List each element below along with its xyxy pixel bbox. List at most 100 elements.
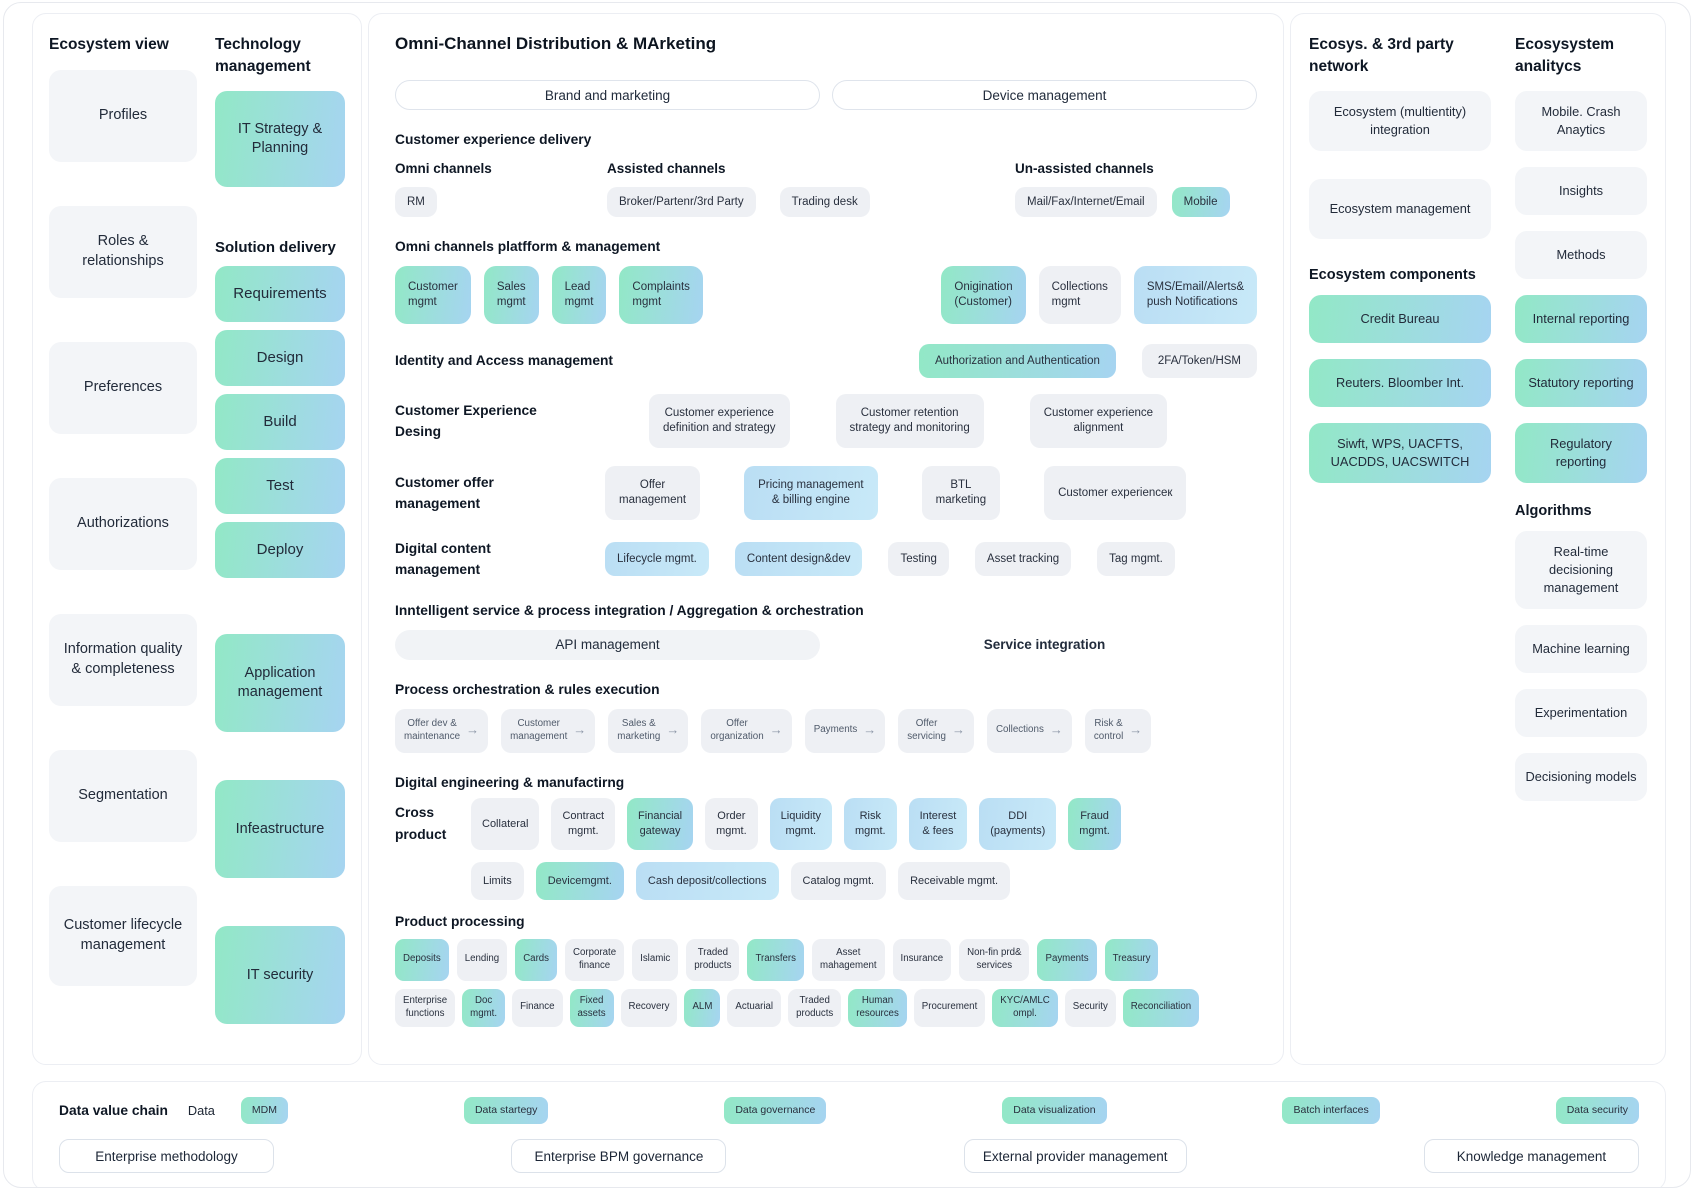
customer-offer-chips: Offer management Pricing management & bil… — [605, 466, 1187, 520]
authorizations: Authorizations — [49, 477, 197, 570]
arrow-right-icon: → — [573, 722, 587, 738]
deploy: Deploy — [215, 522, 345, 579]
statutory-reporting: Statutory reporting — [1515, 359, 1647, 408]
mail-fax-internet-email: Mail/Fax/Internet/Email — [1015, 187, 1157, 217]
infeastructure: Infeastructure — [215, 780, 345, 879]
collateral: Collateral — [471, 797, 540, 850]
test: Test — [215, 458, 345, 515]
sales-mgmt: Sales mgmt — [483, 266, 539, 324]
data-value-chain-title: Data value chain — [59, 1103, 168, 1118]
omni-channels-label: Omni channels — [395, 161, 492, 176]
testing: Testing — [888, 542, 949, 577]
internal-reporting: Internal reporting — [1515, 295, 1647, 344]
asset-tracking: Asset tracking — [974, 542, 1072, 577]
methods: Methods — [1515, 231, 1647, 280]
technology-management-column: Technology management IT Strategy & Plan… — [215, 34, 345, 1044]
it-security: IT security — [215, 926, 345, 1025]
experimentation: Experimentation — [1515, 688, 1647, 737]
digital-engineering-title: Digital engineering & manufactirng — [395, 774, 625, 790]
contract-mgmt: Contract mgmt. — [551, 797, 616, 850]
ecosystem-analytics-column: Ecosysystem analitycs Mobile. Crash Anay… — [1515, 34, 1647, 1044]
pricing-management-billing-engine: Pricing management & billing engine — [744, 466, 878, 520]
external-provider-management[interactable]: External provider management — [963, 1139, 1187, 1173]
assisted-channels-group: Assisted channels Broker/Partenr/3rd Par… — [607, 161, 1015, 217]
arrow-right-icon: → — [951, 722, 965, 738]
tag-mgmt: Tag mgmt. — [1097, 542, 1175, 577]
process-chips: Offer dev & maintenance→Customer managem… — [395, 708, 1257, 753]
doc-mgmt: Doc mgmt. — [462, 988, 506, 1027]
authorization-and-authentication: Authorization and Authentication — [918, 344, 1116, 378]
mdm: MDM — [240, 1097, 288, 1124]
data-governance: Data governance — [724, 1097, 827, 1124]
sms-email-alerts-push-notifications: SMS/Email/Alerts& push Notifications — [1133, 266, 1257, 324]
ecosys-network-column: Ecosys. & 3rd party network Ecosystem (m… — [1309, 34, 1491, 1044]
rm: RM — [395, 187, 437, 217]
channel-tabs: Brand and marketing Device management — [395, 80, 1257, 110]
traded-products: Traded products — [788, 988, 842, 1027]
channels-row: Omni channels RM Assisted channels Broke… — [395, 161, 1257, 217]
tab-brand-and-marketing[interactable]: Brand and marketing — [395, 80, 820, 110]
devicemgmt: Devicemgmt. — [535, 861, 624, 900]
digital-content-row: Digital content management Lifecycle mgm… — [395, 538, 1257, 581]
alm: ALM — [684, 988, 721, 1027]
kyc-amlc-ompl: KYC/AMLC ompl. — [992, 988, 1058, 1027]
omni-channels-chips: RM — [395, 187, 607, 217]
preferences: Preferences — [49, 341, 197, 434]
limits: Limits — [471, 861, 524, 900]
islamic: Islamic — [632, 938, 679, 981]
customer-experience-design-row: Customer Experience Desing Customer expe… — [395, 394, 1257, 448]
arrow-right-icon: → — [1049, 722, 1063, 738]
omni-channels-group: Omni channels RM — [395, 161, 607, 217]
data-visualization: Data visualization — [1002, 1097, 1107, 1124]
design: Design — [215, 330, 345, 387]
complaints-mgmt: Complaints mgmt — [619, 266, 703, 324]
enterprise-methodology[interactable]: Enterprise methodology — [59, 1139, 274, 1173]
batch-interfaces: Batch interfaces — [1282, 1097, 1380, 1124]
trading-desk: Trading desk — [779, 187, 870, 217]
security: Security — [1064, 988, 1116, 1027]
machine-learning: Machine learning — [1515, 624, 1647, 673]
risk-control: Risk & control→ — [1084, 708, 1152, 753]
offer-management: Offer management — [605, 466, 701, 520]
collections: Collections→ — [986, 708, 1072, 753]
customer-retention-strategy-and-monitoring: Customer retention strategy and monitori… — [835, 394, 984, 448]
insights: Insights — [1515, 167, 1647, 216]
tab-device-management[interactable]: Device management — [832, 80, 1257, 110]
payments: Payments→ — [804, 708, 886, 753]
center-panel: Omni-Channel Distribution & MArketing Br… — [368, 13, 1284, 1065]
it-strategy-planning-box: IT Strategy & Planning — [215, 91, 345, 188]
decisioning-models: Decisioning models — [1515, 752, 1647, 801]
customer-experience-design-chips: Customer experience definition and strat… — [605, 394, 1168, 448]
2fa-token-hsm: 2FA/Token/HSM — [1141, 344, 1257, 378]
api-management-pill[interactable]: API management — [395, 629, 820, 660]
customer-experience-alignment: Customer experience alignment — [1029, 394, 1168, 448]
identity-row: Identity and Access management Authoriza… — [395, 344, 1257, 378]
asset-mahagement: Asset mahagement — [812, 938, 885, 981]
service-integration-pill[interactable]: Service integration — [832, 629, 1257, 660]
knowledge-management[interactable]: Knowledge management — [1423, 1139, 1639, 1173]
credit-bureau: Credit Bureau — [1309, 295, 1491, 344]
enterprise-bpm-governance[interactable]: Enterprise BPM governance — [511, 1139, 727, 1173]
payments: Payments — [1037, 938, 1097, 981]
ecosys-network-title: Ecosys. & 3rd party network — [1309, 36, 1454, 75]
digital-content-label: Digital content management — [395, 541, 491, 578]
integration-pills-row: API management Service integration — [395, 629, 1257, 660]
roles-relationships: Roles & relationships — [49, 205, 197, 298]
regulatory-reporting: Regulatory reporting — [1515, 423, 1647, 483]
customer-experience: Customer experienceк — [1044, 466, 1187, 520]
catalog-mgmt: Catalog mgmt. — [790, 861, 887, 900]
actuarial: Actuarial — [727, 988, 782, 1027]
